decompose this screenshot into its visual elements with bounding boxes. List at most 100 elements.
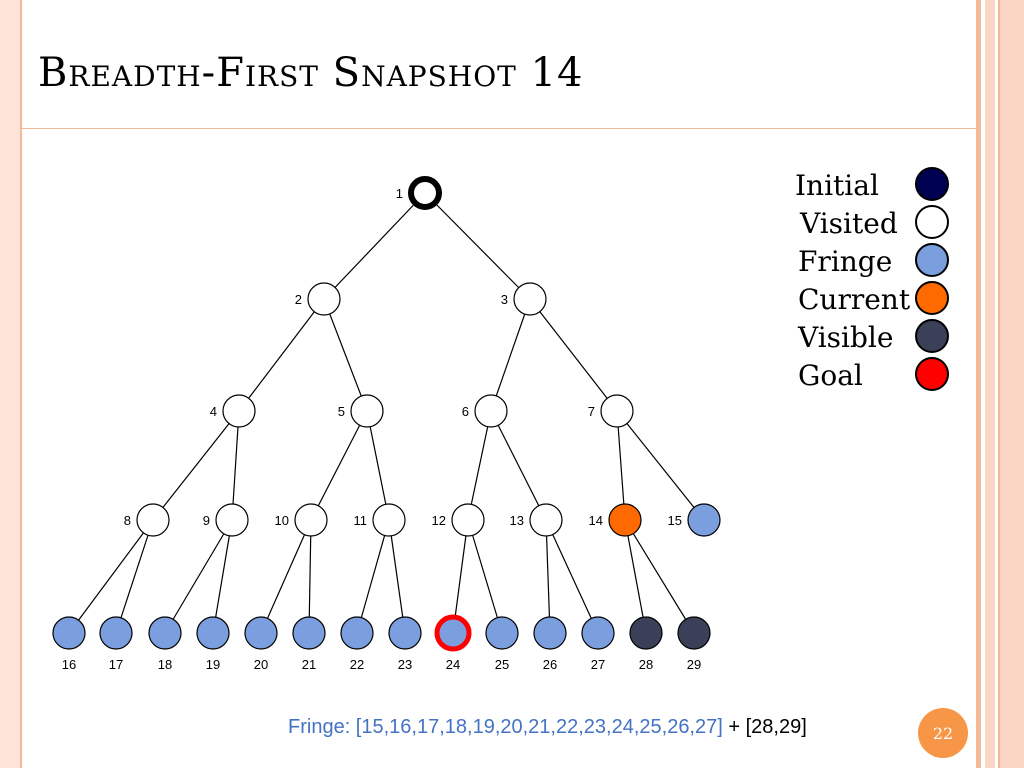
node-circle: [215, 503, 249, 537]
node-circle: [292, 616, 326, 650]
tree-node-13: 13: [510, 503, 563, 537]
legend-label: Fringe: [798, 244, 893, 278]
tree-node-17: 17: [99, 616, 133, 672]
legend-label: Current: [798, 282, 911, 316]
legend-label: Visible: [798, 320, 894, 354]
node-label: 23: [398, 657, 412, 672]
tree-node-14: 14: [589, 503, 642, 537]
node-circle: [408, 176, 442, 210]
legend-swatch-initial: [915, 167, 949, 201]
tree-edge-5-10: [310, 410, 368, 521]
node-label: 21: [302, 657, 316, 672]
node-circle: [372, 503, 406, 537]
right-frame-band: [998, 0, 1024, 768]
node-circle: [136, 503, 170, 537]
tree-node-28: 28: [629, 616, 663, 672]
tree-edge-2-4: [238, 298, 325, 412]
node-circle: [52, 616, 86, 650]
node-label: 10: [275, 513, 289, 528]
tree-edge-13-26: [545, 519, 551, 634]
node-label: 19: [206, 657, 220, 672]
tree-edge-7-15: [616, 410, 705, 521]
node-circle: [451, 503, 485, 537]
left-frame-band: [0, 0, 22, 768]
tree-node-25: 25: [485, 616, 519, 672]
tree-edge-14-29: [624, 519, 695, 634]
node-circle: [388, 616, 422, 650]
tree-edge-13-27: [545, 519, 599, 634]
legend-item-visited: Visited: [800, 205, 898, 241]
tree-edge-12-24: [452, 519, 469, 634]
tree-node-23: 23: [388, 616, 422, 672]
node-label: 22: [350, 657, 364, 672]
tree-node-16: 16: [52, 616, 86, 672]
tree-node-3: 3: [501, 282, 547, 316]
node-label: 4: [210, 404, 217, 419]
node-circle: [350, 394, 384, 428]
legend-swatch-goal: [915, 357, 949, 391]
node-label: 12: [432, 513, 446, 528]
node-circle: [307, 282, 341, 316]
tree-node-24: 24: [434, 614, 472, 672]
node-label: 26: [543, 657, 557, 672]
legend-swatch-visible: [915, 319, 949, 353]
tree-node-12: 12: [432, 503, 485, 537]
tree-edge-9-18: [164, 519, 233, 634]
node-label: 1: [396, 186, 403, 201]
tree-edge-1-2: [323, 192, 426, 300]
node-label: 16: [62, 657, 76, 672]
node-circle: [608, 503, 642, 537]
legend-swatch-visited: [915, 205, 949, 239]
node-label: 2: [295, 292, 302, 307]
node-circle: [99, 616, 133, 650]
tree-node-8: 8: [124, 503, 170, 537]
tree-node-19: 19: [196, 616, 230, 672]
node-label: 17: [109, 657, 123, 672]
right-frame-stripe: [976, 0, 981, 768]
tree-node-29: 29: [677, 616, 711, 672]
tree-node-18: 18: [148, 616, 182, 672]
legend-item-current: Current: [798, 281, 910, 317]
tree-edge-1-3: [424, 192, 531, 300]
tree-node-11: 11: [354, 503, 406, 537]
tree-node-1: 1: [396, 176, 442, 210]
node-label: 7: [588, 404, 595, 419]
legend-item-visible: Visible: [798, 319, 893, 355]
legend-item-goal: Goal: [798, 357, 863, 393]
fringe-list: Fringe: [15,16,17,18,19,20,21,22,23,24,2…: [288, 716, 807, 739]
node-circle: [196, 616, 230, 650]
tree-node-27: 27: [581, 616, 615, 672]
node-circle: [529, 503, 563, 537]
tree-node-7: 7: [588, 394, 634, 428]
tree-edge-6-13: [490, 410, 547, 521]
tree-edge-8-17: [115, 519, 154, 634]
node-label: 9: [203, 513, 210, 528]
right-frame-stripe: [985, 0, 995, 768]
legend-item-initial: Initial: [795, 167, 879, 203]
node-label: 24: [446, 657, 460, 672]
tree-edge-4-8: [152, 410, 240, 521]
tree-node-10: 10: [275, 503, 328, 537]
node-label: 11: [354, 513, 368, 528]
slide-title: Breadth-First Snapshot 14: [38, 50, 584, 96]
tree-edge-9-19: [212, 519, 233, 634]
tree-node-4: 4: [210, 394, 256, 428]
tree-edge-4-9: [231, 410, 240, 521]
node-label: 5: [338, 404, 345, 419]
legend-swatch-current: [915, 281, 949, 315]
tree-edge-3-6: [490, 298, 531, 412]
legend-item-fringe: Fringe: [798, 243, 892, 279]
node-circle: [687, 503, 721, 537]
legend-label: Goal: [798, 358, 863, 392]
node-label: 8: [124, 513, 131, 528]
tree-edge-12-25: [467, 519, 503, 634]
fringe-list-main: Fringe: [15,16,17,18,19,20,21,22,23,24,2…: [288, 716, 723, 738]
node-circle: [474, 394, 508, 428]
node-circle: [148, 616, 182, 650]
tree-node-21: 21: [292, 616, 326, 672]
tree-edge-8-16: [68, 519, 154, 634]
node-circle: [244, 616, 278, 650]
tree-edge-14-28: [624, 519, 647, 634]
